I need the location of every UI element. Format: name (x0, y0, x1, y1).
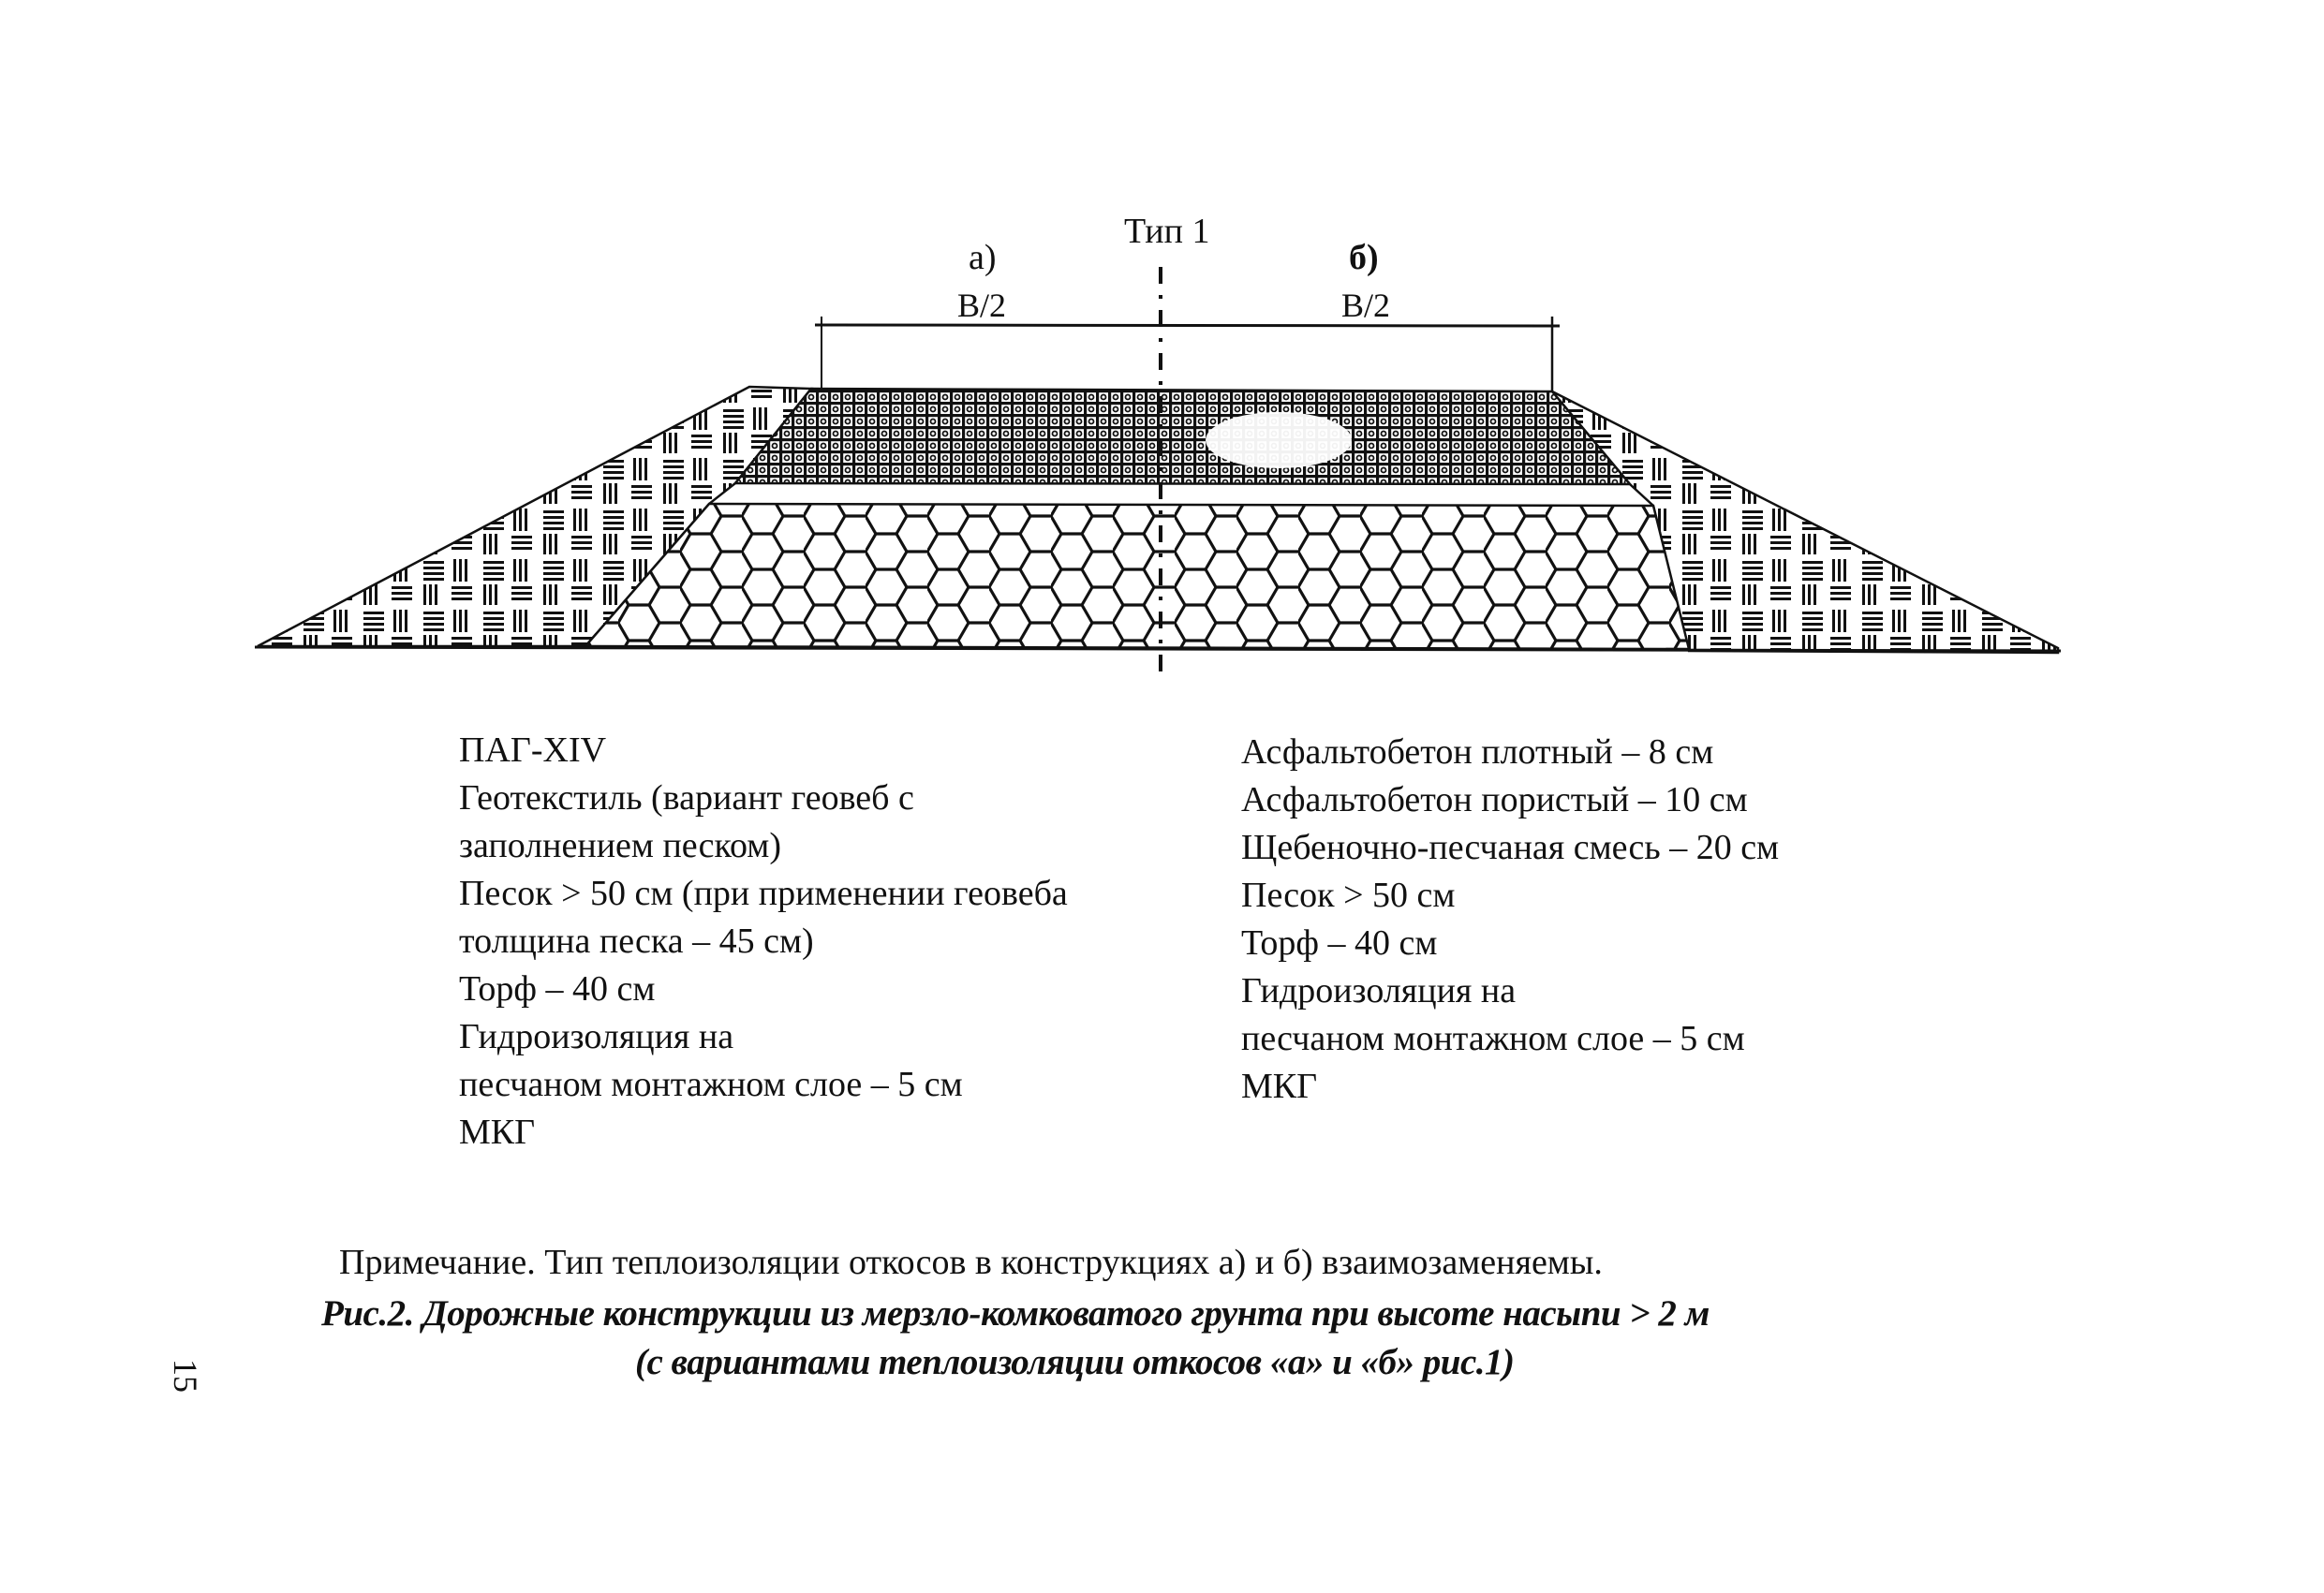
figure-caption-line2: (с вариантами теплоизоляции откосов «а» … (635, 1342, 1515, 1382)
ground-line (254, 645, 2062, 653)
legend-left-line: Гидроизоляция на (459, 1017, 734, 1056)
legend-right-line: Асфальтобетон плотный – 8 см (1241, 732, 1714, 772)
legend-left-line: МКГ (459, 1113, 536, 1152)
dimension-line (814, 323, 1561, 328)
legend-left-line: толщина песка – 45 см) (459, 922, 814, 961)
figure-caption-line1: Рис.2. Дорожные конструкции из мерзло-ко… (321, 1293, 1710, 1334)
embankment-cross-section (254, 267, 2062, 679)
legend-right-line: песчаном монтажном слое – 5 см (1241, 1019, 1745, 1058)
legend-left-line: Геотекстиль (вариант геовеб с (459, 778, 914, 818)
page-number: 15 (167, 1359, 204, 1393)
legend-left-line: Песок > 50 см (при применении геовеба (459, 874, 1068, 913)
legend-left-line: ПАГ-XIV (459, 730, 607, 770)
type-label: Тип 1 (1124, 212, 1210, 251)
dimension-right-label: В/2 (1341, 287, 1391, 324)
legend-right-line: Асфальтобетон пористый – 10 см (1241, 780, 1748, 819)
legend-right-line: Гидроизоляция на (1241, 971, 1517, 1010)
variant-a-label: а) (969, 238, 997, 277)
variant-b-label: б) (1349, 238, 1379, 277)
pavement-faded-patch (1206, 412, 1352, 468)
legend-left-line: заполнением песком) (459, 826, 781, 865)
legend-left-line: Торф – 40 см (459, 969, 656, 1009)
legend-left: ПАГ-XIV Геотекстиль (вариант геовеб с за… (459, 727, 1068, 1157)
legend-right: Асфальтобетон плотный – 8 см Асфальтобет… (1241, 729, 1779, 1111)
embankment-soil-layer (583, 502, 1691, 651)
pavement-layer (733, 387, 1633, 486)
legend-left-line: песчаном монтажном слое – 5 см (459, 1065, 963, 1104)
legend-right-line: Торф – 40 см (1241, 923, 1438, 963)
legend-right-line: Песок > 50 см (1241, 876, 1456, 915)
legend-right-line: МКГ (1241, 1067, 1318, 1106)
note-text: Примечание. Тип теплоизоляции откосов в … (339, 1243, 1603, 1282)
dimension-left-label: В/2 (957, 287, 1007, 324)
legend-right-line: Щебеночно-песчаная смесь – 20 см (1241, 828, 1780, 867)
